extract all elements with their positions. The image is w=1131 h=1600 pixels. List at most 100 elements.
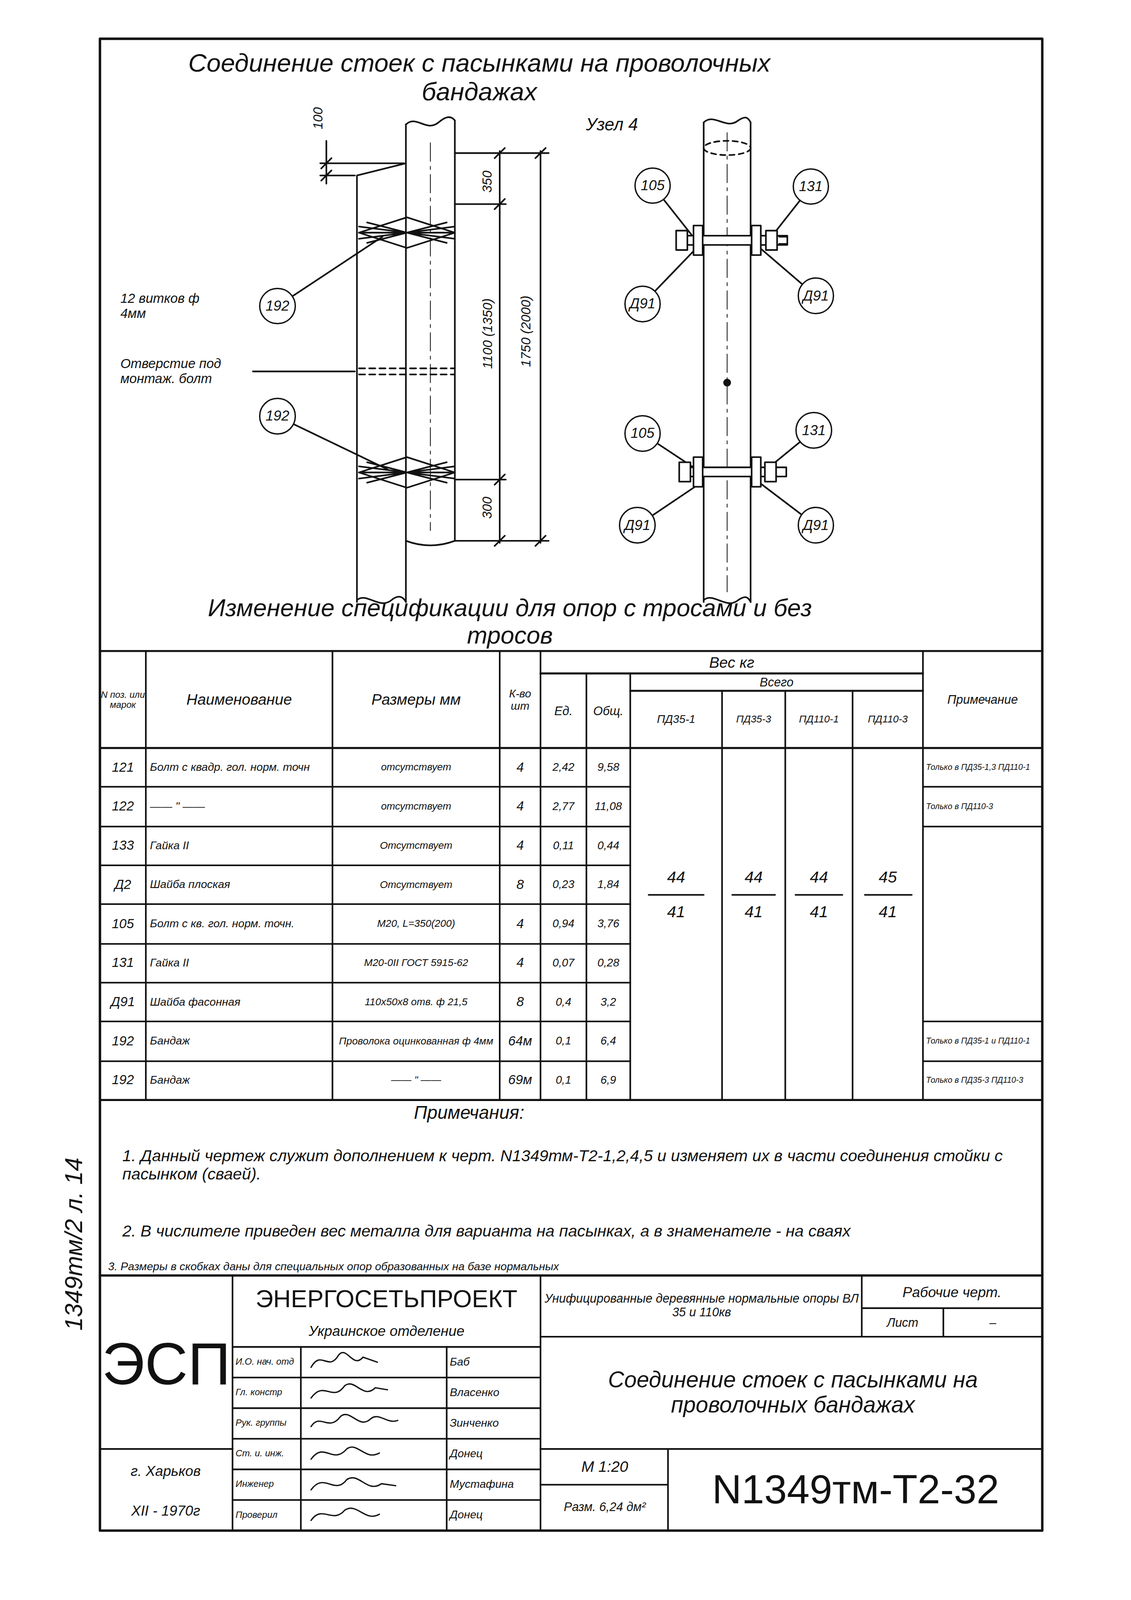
table-header: ПД35-3 [736, 713, 772, 725]
callout-number: 105 [630, 425, 655, 442]
table-cell: 6,9 [600, 1073, 617, 1087]
title-block-text: г. Харьков [102, 1453, 230, 1489]
title-block-grid [540, 1448, 1043, 1531]
table-grid [648, 893, 912, 896]
signature [311, 1508, 380, 1521]
callout-note: Отверстие под монтаж. болт [120, 356, 250, 386]
table-cell: 4 [499, 903, 541, 944]
signature [311, 1414, 398, 1427]
table-cell: 122 [99, 786, 146, 826]
table-header: ПД110-1 [798, 713, 839, 725]
note-text: 2. В числителе приведен вес металла для … [122, 1221, 851, 1240]
table-header: Размеры мм [332, 652, 500, 747]
weight-value: 45 [852, 862, 924, 892]
table-cell: Болт с кв. гол. норм. точн. [150, 917, 295, 930]
weight-value: 41 [667, 902, 686, 921]
wire-bandage [358, 461, 455, 483]
callout-number: 131 [798, 178, 823, 195]
signature [311, 1352, 378, 1367]
table-cell: Д91 [110, 994, 135, 1010]
table-header: К-во шт [499, 687, 541, 713]
role-text: И.О. нач. отд [235, 1346, 300, 1377]
table-cell: 105 [111, 916, 135, 932]
weight-value: 45 [878, 867, 898, 887]
table-cell: 2,42 [552, 760, 575, 774]
table-cell: 192 [111, 1033, 135, 1049]
callout-circle: Д91 [797, 506, 835, 544]
weight-value: 44 [744, 867, 763, 887]
table-header: ПД35-1 [656, 712, 696, 726]
table-header: ПД110-3 [852, 691, 924, 747]
note-heading: Примечания: [306, 1099, 633, 1126]
table-header: N поз. или марок [99, 689, 146, 711]
table-cell: 8 [499, 864, 541, 904]
weight-value: 41 [878, 902, 898, 921]
callout-number: Д91 [629, 295, 656, 312]
table-cell: —— " —— [390, 1073, 441, 1086]
table-cell: 8 [516, 876, 524, 893]
table-cell: 69м [499, 1060, 541, 1100]
table-cell: 4 [516, 954, 524, 971]
callout-number: 131 [801, 422, 826, 439]
weight-value: 41 [744, 902, 763, 921]
note-heading: Примечания: [414, 1102, 525, 1123]
table-cell: Бандаж [150, 1073, 190, 1087]
dimension: 300 [480, 496, 496, 519]
dimension: 100 [310, 107, 326, 130]
table-grid [145, 650, 924, 1100]
title-block-text: г. Харьков [130, 1463, 202, 1479]
title-block-text: М 1:20 [581, 1457, 629, 1476]
bolt-assembly [778, 236, 788, 244]
role-text: Рук. группы [235, 1407, 300, 1438]
callout-number: 192 [265, 297, 290, 315]
role-text: Гл. констр [235, 1376, 300, 1408]
table-title: Изменение спецификации для опор с тросам… [203, 593, 816, 649]
table-cell: Гайка II [150, 943, 331, 983]
table-header: Ед. [540, 674, 587, 747]
weight-value: 44 [630, 862, 722, 892]
table-cell: 122 [111, 798, 135, 814]
table-header: Вес кг [709, 653, 755, 672]
table-cell: 6,4 [600, 1034, 617, 1048]
table-cell: 2,77 [540, 786, 587, 826]
table-cell: 11,08 [594, 799, 623, 813]
sheet-frame [99, 38, 1043, 1531]
table-note: Только в ПД35-3 ПД110-3 [926, 1075, 1024, 1085]
pole-side-view [357, 117, 456, 604]
table-note: Только в ПД35-1,3 ПД110-1 [926, 762, 1031, 772]
table-cell: 0,4 [555, 995, 571, 1009]
table-cell: 0,1 [555, 1073, 571, 1087]
title-block-grid [99, 1275, 1043, 1531]
table-title: Изменение спецификации для опор с тросам… [203, 593, 816, 649]
table-cell: 0,11 [553, 839, 575, 852]
callout-leader [637, 430, 816, 526]
table-cell: М20-0II ГОСТ 5915-62 [334, 943, 498, 983]
callout-circle: Д91 [624, 285, 662, 323]
table-cell: Д2 [99, 864, 146, 904]
table-cell: 4 [499, 747, 541, 787]
person-name: Донец [449, 1447, 483, 1460]
table-cell: 133 [99, 825, 146, 866]
dimension: 350 [480, 170, 496, 193]
dimension-lines [320, 140, 549, 546]
table-cell: 192 [99, 1021, 146, 1061]
table-cell: 64м [508, 1033, 532, 1049]
title-block-grid [300, 1346, 447, 1531]
drawing-name: Соединение стоек с пасынками на проволоч… [550, 1338, 1036, 1447]
title-block-text: Разм. 6,24 дм² [543, 1485, 666, 1528]
title-block-grid [232, 1377, 541, 1500]
table-cell: 3,76 [597, 917, 620, 930]
signature [311, 1352, 398, 1521]
callout-circle: 192 [259, 397, 296, 435]
title-block-text: Лист [887, 1315, 919, 1330]
drawing-number: N1349тм-Т2-32 [673, 1450, 1039, 1528]
table-header: Ед. [554, 704, 573, 718]
callout-leader [277, 185, 816, 526]
table-header: ПД110-1 [785, 691, 853, 747]
table-cell: 0,94 [552, 917, 575, 930]
dimension-lines [320, 140, 404, 184]
weight-value: 41 [785, 897, 853, 927]
table-cell: 192 [99, 1060, 146, 1100]
table-cell: 6,9 [586, 1060, 631, 1100]
table-cell: 3,76 [586, 903, 631, 944]
